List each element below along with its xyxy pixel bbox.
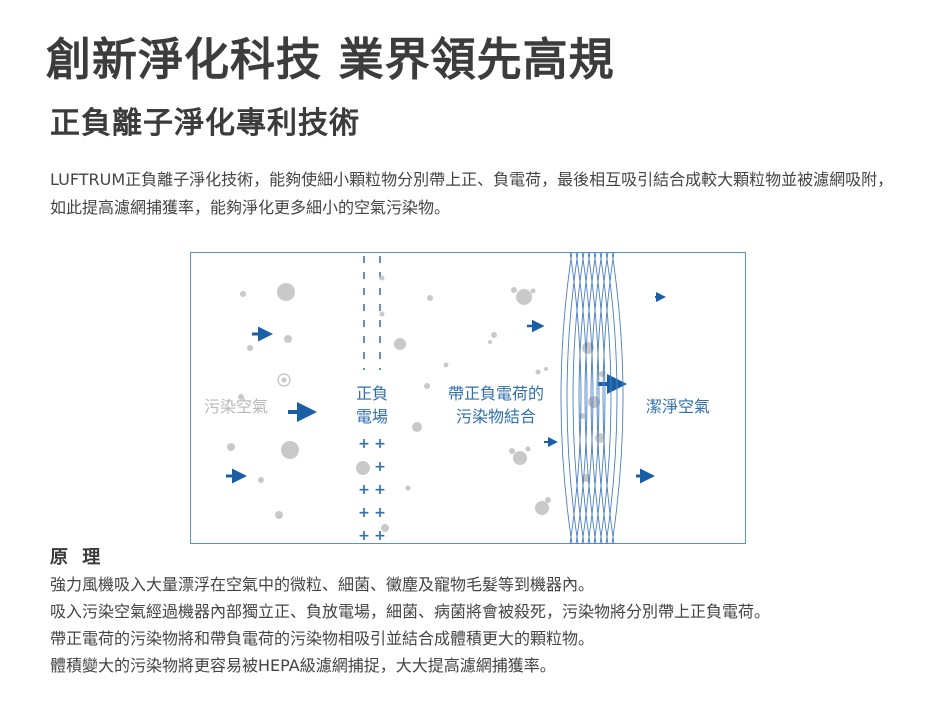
plus-mark: + — [374, 505, 386, 521]
particle — [281, 377, 287, 383]
filter-fiber — [596, 252, 609, 544]
label-field-line1: 正負 — [356, 384, 388, 403]
particle — [281, 441, 299, 459]
filter-fiber — [581, 252, 594, 544]
particle — [379, 311, 385, 317]
particle — [535, 369, 541, 375]
plus-mark: + — [374, 528, 386, 544]
plus-mark: + — [358, 482, 370, 498]
particle — [277, 283, 295, 301]
plus-mark: + — [374, 459, 386, 475]
particle — [579, 413, 585, 419]
ion-purification-diagram: + + + + + + + + + + — [190, 252, 746, 544]
principle-item: 帶正電荷的污染物將和帶負電荷的污染物相吸引並結合成體積更大的顆粒物。 — [50, 629, 595, 648]
plus-mark: + — [358, 436, 370, 452]
filter-fiber — [584, 252, 597, 544]
particle — [535, 501, 549, 515]
particle — [381, 524, 389, 532]
particle — [511, 287, 517, 293]
filter-fiber — [566, 252, 579, 544]
filter-fiber — [590, 252, 603, 544]
particle — [582, 342, 594, 354]
intro-paragraph: LUFTRUM正負離子淨化技術，能夠使細小顆粒物分別帶上正、負電荷，最後相互吸引… — [50, 170, 894, 217]
filter-fiber — [560, 252, 573, 544]
charged-particles — [356, 275, 605, 532]
particle — [513, 451, 527, 465]
filter-fiber — [602, 252, 615, 544]
filter-fiber — [587, 252, 600, 544]
particle — [509, 448, 515, 454]
particle — [379, 275, 385, 281]
particle — [247, 345, 253, 351]
particle — [544, 367, 548, 371]
label-field-line2: 電場 — [356, 407, 388, 426]
plus-mark: + — [358, 528, 370, 544]
principle-item: 吸入污染空氣經過機器內部獨立正、負放電場，細菌、病菌將會被殺死，污染物將分別帶上… — [50, 602, 771, 621]
principle-item: 強力風機吸入大量漂浮在空氣中的微粒、細菌、黴塵及寵物毛髮等到機器內。 — [50, 575, 595, 594]
particle — [238, 394, 244, 400]
particle — [588, 396, 600, 408]
diagram-frame — [190, 252, 746, 544]
particle — [599, 371, 605, 377]
label-charged-line2: 污染物結合 — [456, 407, 536, 426]
particle — [424, 383, 430, 389]
particle — [284, 335, 292, 343]
plus-mark: + — [374, 482, 386, 498]
particle — [545, 497, 551, 503]
particle — [405, 485, 411, 491]
particle — [394, 338, 406, 350]
filter-fiber — [593, 252, 606, 544]
particle — [516, 289, 532, 305]
particle — [488, 340, 492, 344]
particle — [258, 477, 264, 483]
particle — [427, 295, 433, 301]
particle — [227, 443, 235, 451]
page-subtitle: 正負離子淨化專利技術 — [50, 106, 360, 141]
page-title: 創新淨化科技 業界領先高規 — [46, 33, 615, 86]
principle-list: 強力風機吸入大量漂浮在空氣中的微粒、細菌、黴塵及寵物毛髮等到機器內。 吸入污染空… — [50, 571, 770, 679]
particle — [277, 373, 291, 387]
filter-fiber — [575, 252, 588, 544]
label-clean-air: 潔淨空氣 — [646, 397, 710, 416]
particle — [275, 511, 283, 519]
filter-fiber — [611, 252, 624, 544]
particle — [491, 332, 497, 338]
principle-item: 體積變大的污染物將更容易被HEPA級濾網捕捉，大大提高濾網捕獲率。 — [50, 656, 556, 675]
diagram-labels: 污染空氣 正負 電場 帶正負電荷的 污染物結合 潔淨空氣 — [204, 384, 710, 426]
filter-fiber — [599, 252, 612, 544]
hepa-filter — [560, 252, 624, 544]
electric-field — [363, 256, 381, 370]
filter-fiber — [578, 252, 591, 544]
filter-fiber — [569, 252, 582, 544]
filter-fiber — [605, 252, 618, 544]
filter-fiber — [572, 252, 585, 544]
plus-mark: + — [374, 436, 386, 452]
particle — [240, 291, 246, 297]
particle — [525, 446, 531, 452]
diagram-svg: + + + + + + + + + + — [190, 252, 746, 544]
principle-heading: 原 理 — [50, 547, 105, 568]
plus-mark: + — [358, 505, 370, 521]
label-charged-line1: 帶正負電荷的 — [448, 384, 544, 403]
particle — [356, 461, 370, 475]
particle — [530, 288, 536, 294]
particle — [443, 362, 449, 368]
polluted-particles — [227, 283, 299, 519]
particle — [412, 422, 422, 432]
label-polluted-air: 污染空氣 — [204, 397, 268, 416]
